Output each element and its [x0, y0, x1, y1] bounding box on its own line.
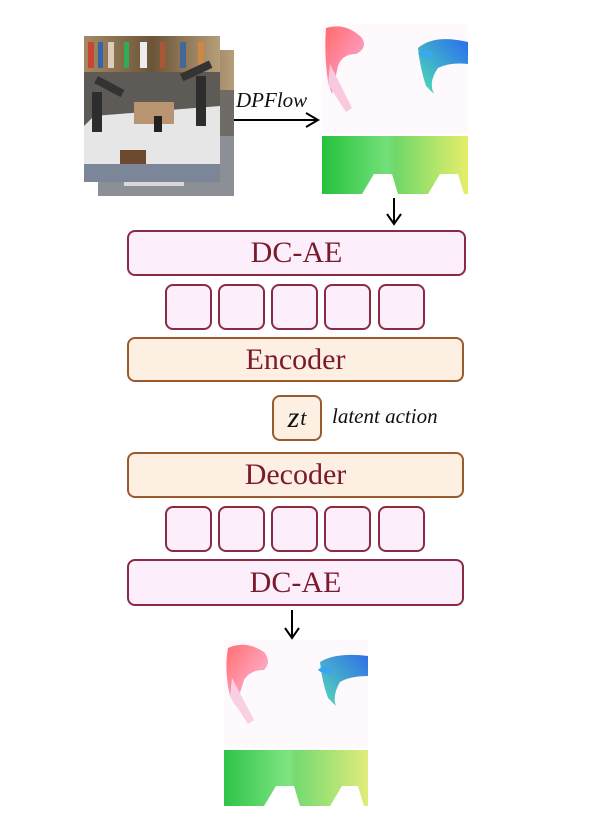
- arrow-to-dcae: [386, 198, 402, 226]
- dpflow-label: DPFlow: [236, 88, 308, 112]
- input-frame-front: [84, 36, 220, 182]
- decoder-label: Decoder: [244, 458, 347, 491]
- dcae-encoder-box: DC-AE: [127, 230, 466, 276]
- encoder-box: Encoder: [127, 337, 464, 382]
- top-token-3: [271, 284, 318, 330]
- arrow-to-output: [284, 610, 300, 640]
- top-token-1: [165, 284, 212, 330]
- bottom-token-2: [218, 506, 265, 552]
- decoder-box: Decoder: [127, 452, 464, 498]
- reconstructed-flow-visualization: [224, 640, 368, 806]
- latent-subscript: t: [300, 405, 307, 430]
- top-token-2: [218, 284, 265, 330]
- dpflow-arrow: [234, 112, 320, 128]
- bottom-token-4: [324, 506, 371, 552]
- bottom-token-1: [165, 506, 212, 552]
- latent-symbol: z: [287, 401, 300, 434]
- bottom-token-5: [378, 506, 425, 552]
- input-flow-visualization: [322, 24, 468, 194]
- top-token-5: [378, 284, 425, 330]
- latent-action-label: latent action: [332, 404, 438, 428]
- bottom-token-3: [271, 506, 318, 552]
- top-token-4: [324, 284, 371, 330]
- encoder-label: Encoder: [245, 342, 346, 376]
- dcae-bottom-label: DC-AE: [249, 565, 342, 599]
- dcae-decoder-box: DC-AE: [127, 559, 464, 606]
- dcae-top-label: DC-AE: [250, 236, 343, 269]
- robot-input-images: [84, 36, 234, 196]
